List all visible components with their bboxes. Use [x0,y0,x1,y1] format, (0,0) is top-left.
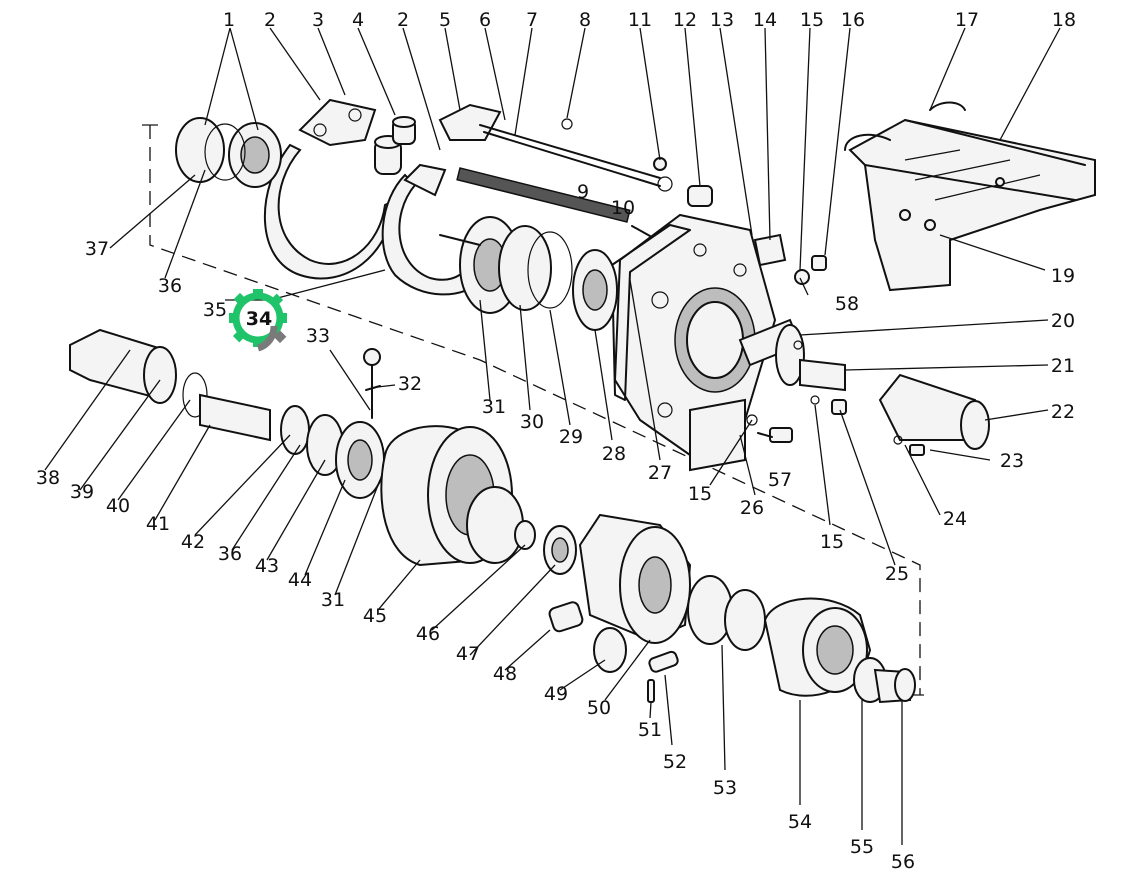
gear-icon [229,289,287,352]
callout-13: 13 [710,9,734,31]
callout-6: 6 [479,9,491,31]
callout-25: 25 [885,563,909,585]
callout-34: 34 [246,308,272,330]
callout-41: 41 [146,513,170,535]
callout-51: 51 [638,719,662,741]
callout-15b: 15 [688,483,712,505]
guard-cover [844,101,1096,292]
callout-4: 4 [352,9,364,31]
bearing-top-left [175,117,282,188]
callout-23: 23 [1000,450,1024,472]
callout-50: 50 [587,697,611,719]
callout-46: 46 [416,623,440,645]
leader-lines [44,27,1061,845]
brake-band-rear [264,98,397,280]
callout-8: 8 [579,9,591,31]
highlight-gear-badge: 34 [229,289,287,352]
callout-36a: 36 [158,275,182,297]
callout-10: 10 [611,197,635,219]
callout-15a: 15 [800,9,824,31]
callout-22: 22 [1051,401,1075,423]
callout-15c: 15 [820,531,844,553]
callout-29: 29 [559,426,583,448]
sun-gear-53 [687,575,766,651]
callout-44: 44 [288,569,312,591]
planetary-drum [380,425,524,567]
callout-26: 26 [740,497,764,519]
callout-55: 55 [850,836,874,858]
bush-set [374,116,416,175]
callout-49: 49 [544,683,568,705]
callout-28: 28 [602,443,626,465]
callout-11: 11 [628,9,652,31]
small-bolts [746,233,925,456]
callout-27: 27 [648,462,672,484]
callout-2: 2 [264,9,276,31]
callout-43: 43 [255,555,279,577]
callout-31b: 31 [321,589,345,611]
callout-1: 1 [223,9,235,31]
upper-shaft-assembly [439,216,618,331]
callout-32: 32 [398,373,422,395]
callout-7: 7 [526,9,538,31]
control-rods [438,103,713,237]
callout-24: 24 [943,508,967,530]
callout-42: 42 [181,531,205,553]
callout-12: 12 [673,9,697,31]
callout-58: 58 [835,293,859,315]
grease-nipple [363,348,381,419]
callout-9: 9 [577,181,589,203]
output-shafts [738,318,846,392]
callout-20: 20 [1051,310,1075,332]
callout-17: 17 [955,9,979,31]
callout-48: 48 [493,663,517,685]
callout-2b: 2 [397,9,409,31]
main-input-shaft [69,328,385,499]
callout-39: 39 [70,481,94,503]
callout-16: 16 [841,9,865,31]
callout-36b: 36 [218,543,242,565]
callout-18: 18 [1052,9,1076,31]
callout-31a: 31 [482,396,506,418]
callout-35: 35 [203,299,227,321]
callout-14: 14 [753,9,777,31]
callout-47: 47 [456,643,480,665]
callout-56: 56 [891,851,915,873]
callout-19: 19 [1051,265,1075,287]
callout-54: 54 [788,811,812,833]
callout-37: 37 [85,238,109,260]
callout-38: 38 [36,467,60,489]
rear-housing-54 [763,597,872,697]
bearing-46-47 [514,520,584,633]
callout-33: 33 [306,325,330,347]
assembly-dash-outline [142,124,924,696]
callout-40: 40 [106,495,130,517]
callout-52: 52 [663,751,687,773]
pins-51-52 [647,650,679,703]
callout-labels: 1 2 3 4 2 5 6 7 8 11 12 13 14 15 16 17 1… [36,9,1076,873]
callout-57: 57 [768,469,792,491]
filter-housing [878,373,990,450]
planet-carrier [578,513,692,673]
callout-53: 53 [713,777,737,799]
callout-45: 45 [363,605,387,627]
callout-21: 21 [1051,355,1075,377]
callout-5: 5 [439,9,451,31]
housing-gasket [611,224,691,401]
bushing-55-56 [853,657,916,704]
callout-3: 3 [312,9,324,31]
callout-30: 30 [520,411,544,433]
